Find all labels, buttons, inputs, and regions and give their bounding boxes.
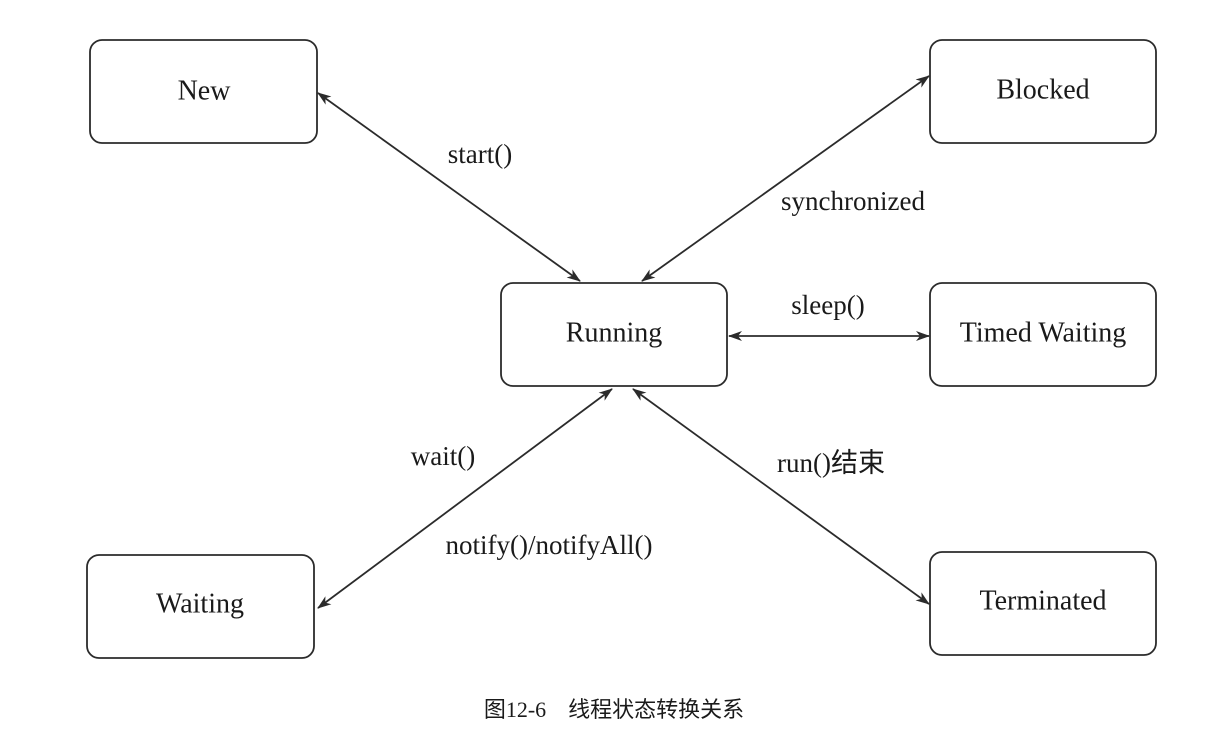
edge-running-waiting xyxy=(317,388,613,609)
state-label-blocked: Blocked xyxy=(996,74,1089,105)
transition-label-run-end: run()结束 xyxy=(777,448,885,478)
transition-label-sleep: sleep() xyxy=(791,290,864,320)
state-label-waiting: Waiting xyxy=(156,588,244,619)
state-box-blocked xyxy=(929,39,1157,144)
state-box-running xyxy=(500,282,728,387)
transition-label-notify: notify()/notifyAll() xyxy=(446,530,653,560)
state-box-timed-waiting xyxy=(929,282,1157,387)
state-box-new xyxy=(89,39,318,144)
states xyxy=(86,39,1157,659)
state-label-terminated: Terminated xyxy=(979,585,1106,616)
state-label-timed-waiting: Timed Waiting xyxy=(960,317,1127,348)
transition-label-start: start() xyxy=(448,139,512,169)
edge-blocked-running xyxy=(641,75,930,282)
transition-label-synchronized: synchronized xyxy=(781,186,925,216)
state-label-running: Running xyxy=(566,317,662,348)
edges xyxy=(317,75,930,609)
state-box-terminated xyxy=(929,551,1157,656)
edge-running-terminated xyxy=(632,388,930,605)
state-label-new: New xyxy=(178,75,232,106)
transition-label-wait: wait() xyxy=(411,441,475,471)
state-box-waiting xyxy=(86,554,315,659)
edge-new-running xyxy=(317,92,581,282)
figure-caption: 图12-6 线程状态转换关系 xyxy=(484,697,744,722)
